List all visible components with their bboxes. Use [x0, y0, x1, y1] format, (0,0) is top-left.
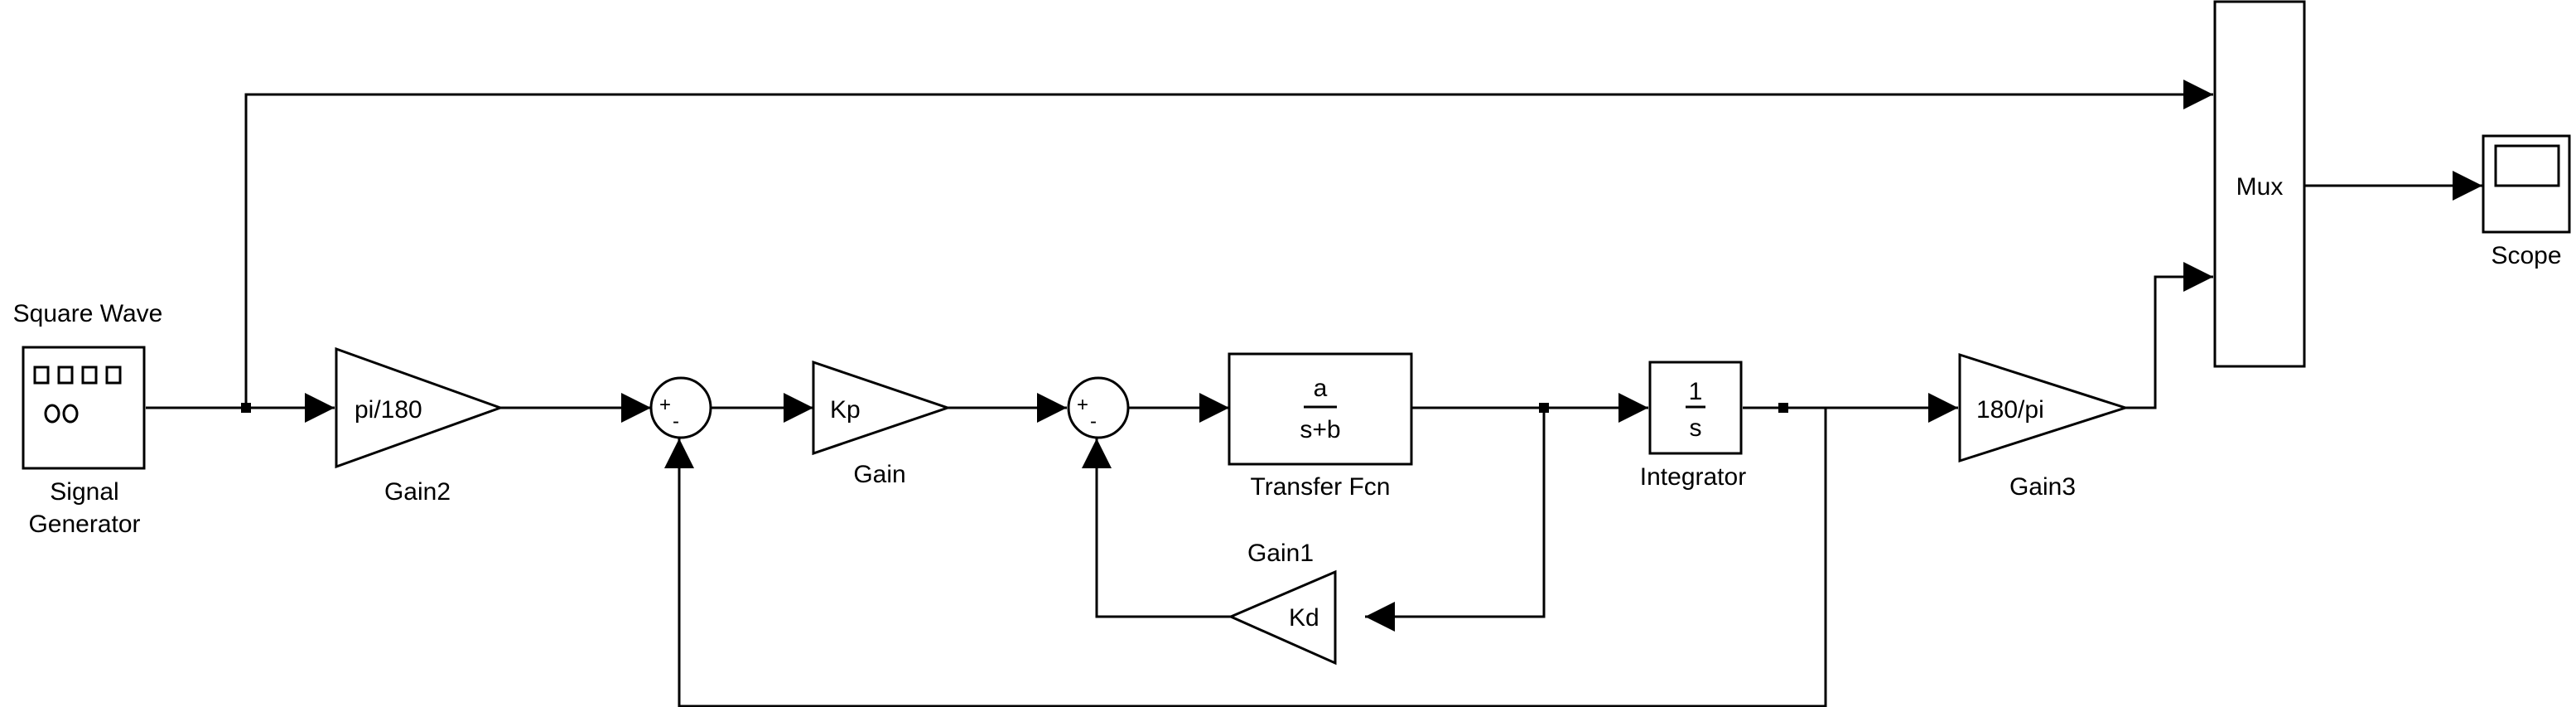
- wire-tf-branch-to-gain1[interactable]: [1365, 408, 1546, 632]
- signal-generator-title: Square Wave: [13, 300, 163, 327]
- branch-point: [241, 403, 251, 413]
- signal-lines: [146, 80, 2482, 707]
- scope-screen-icon: [2494, 144, 2560, 187]
- integrator-box[interactable]: [1648, 361, 1743, 455]
- sum2-circle[interactable]: [1067, 376, 1130, 439]
- signal-generator-name-line2: Generator: [28, 511, 140, 538]
- scope-block[interactable]: Scope: [2482, 134, 2571, 269]
- scope-name: Scope: [2491, 242, 2561, 269]
- sum1-block[interactable]: + -: [649, 376, 712, 439]
- wire-gain1-to-sum2[interactable]: [1082, 438, 1231, 618]
- gain1-name: Gain1: [1247, 540, 1314, 567]
- transfer-fcn-name: Transfer Fcn: [1251, 473, 1391, 501]
- sum1-minus-sign: -: [673, 410, 679, 433]
- sum1-plus-sign: +: [659, 394, 671, 416]
- mux-block[interactable]: Mux: [2213, 0, 2306, 368]
- gain2-triangle[interactable]: [335, 346, 504, 469]
- sum1-circle[interactable]: [649, 376, 712, 439]
- wire-integrator-feedback-to-sum1[interactable]: [664, 408, 1827, 707]
- mux-box[interactable]: [2213, 0, 2306, 368]
- gain2-value: pi/180: [355, 396, 422, 424]
- transfer-fcn-box[interactable]: [1228, 352, 1413, 466]
- wire-gain3-to-mux-bottom[interactable]: [2125, 262, 2213, 409]
- transfer-fcn-block[interactable]: a s+b Transfer Fcn: [1228, 352, 1413, 501]
- gain-triangle[interactable]: [812, 360, 952, 456]
- sum2-plus-sign: +: [1077, 394, 1088, 416]
- branch-points: [241, 403, 1788, 413]
- gain-value: Kp: [830, 396, 861, 424]
- wire-siggen-to-mux-top[interactable]: [244, 80, 2213, 408]
- transfer-fcn-numerator: a: [1314, 375, 1328, 402]
- signal-generator-block[interactable]: Square Wave Signal Generator: [13, 300, 163, 538]
- mux-name: Mux: [2236, 173, 2284, 201]
- gain1-block[interactable]: Kd Gain1: [1228, 540, 1337, 666]
- gain3-value: 180/pi: [1976, 396, 2044, 424]
- gain3-triangle[interactable]: [1958, 352, 2130, 463]
- sum2-block[interactable]: + -: [1067, 376, 1130, 439]
- gain3-block[interactable]: 180/pi Gain3: [1958, 352, 2130, 501]
- gain3-name: Gain3: [2009, 473, 2076, 501]
- integrator-block[interactable]: 1 s Integrator: [1640, 361, 1746, 491]
- gain1-value: Kd: [1289, 604, 1319, 632]
- integrator-numerator: 1: [1689, 378, 1703, 405]
- branch-point: [1539, 403, 1549, 413]
- scope-box[interactable]: [2482, 134, 2571, 234]
- gain2-name: Gain2: [384, 478, 451, 506]
- gain-block[interactable]: Kp Gain: [812, 360, 952, 488]
- integrator-denominator: s: [1690, 414, 1702, 442]
- gain-name: Gain: [853, 461, 905, 488]
- gain2-block[interactable]: pi/180 Gain2: [335, 346, 504, 506]
- transfer-fcn-denominator: s+b: [1300, 416, 1340, 443]
- signal-generator-box[interactable]: [22, 346, 146, 470]
- branch-point: [1778, 403, 1788, 413]
- integrator-name: Integrator: [1640, 463, 1746, 491]
- signal-generator-name-line1: Signal: [50, 478, 118, 506]
- sum2-minus-sign: -: [1090, 410, 1097, 433]
- gain1-triangle[interactable]: [1228, 569, 1337, 666]
- signal-generator-icon: [33, 366, 122, 424]
